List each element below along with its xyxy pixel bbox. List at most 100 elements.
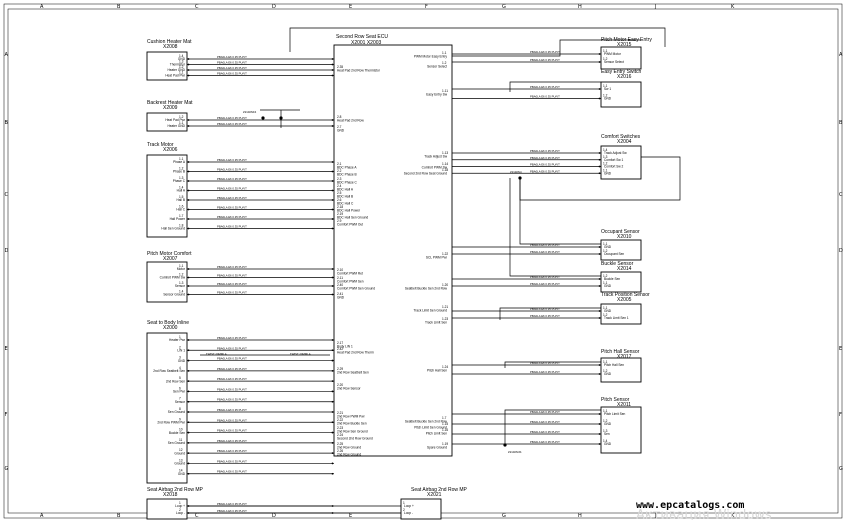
frame-row-label: A	[5, 52, 9, 58]
wire-code-label: PBA0LA E6 0.35 PU/VT	[217, 177, 247, 181]
component-pin-number: 1.2	[603, 94, 608, 98]
ecu-pin-number: 1.15	[442, 422, 448, 426]
ecu-pin-number: 2.19	[337, 212, 343, 216]
wire-code-label: PBA0LA E6 0.35 PU/VT	[530, 314, 560, 318]
ecu-pin-label: Track Adjust Sw	[424, 155, 447, 159]
ecu-pin-number: 1.23	[442, 317, 448, 321]
frame-col-label: K	[731, 4, 735, 10]
component-name: Easy Entry Switch	[601, 69, 642, 75]
wire-code-label: PBA0LA E6 0.35 PU/VT	[530, 440, 560, 444]
frame-row-label: D	[839, 248, 843, 254]
component-pin-label: Sensor Ground	[163, 293, 185, 297]
component-name: Buckle Sensor	[601, 261, 634, 267]
frame-row-label: F	[839, 412, 842, 418]
frame-col-label: G	[502, 4, 506, 10]
ecu-pin-label: Comfort PWM Out	[337, 223, 363, 227]
ecu-pin-label: Sensor Select	[427, 65, 447, 69]
component-pin-number: 1.4	[179, 290, 184, 294]
ecu-pin-number: 2.22	[337, 418, 343, 422]
component-pin-label: LIN 1	[177, 348, 185, 352]
frame-col-label: A	[40, 4, 44, 10]
component-pin-label: Sen	[604, 432, 610, 436]
component-pin-label: Buckle Sen	[169, 431, 185, 435]
wire-code-label: PBA0LA E6 0.35 PU/VT	[530, 95, 560, 99]
ecu-pin-number: 2.2	[337, 169, 342, 173]
component-id: X2004	[617, 139, 632, 145]
component-name: Pitch Hall Sensor	[601, 349, 640, 355]
ecu-pin-number: 1.11	[442, 89, 448, 93]
frame-col-label: B	[117, 4, 121, 10]
frame-col-label: K	[731, 513, 735, 519]
component-pin-label: Phase C	[173, 179, 186, 183]
wire-code-label: PBA0LA E6 0.35 PU/VT	[217, 449, 247, 453]
ecu-pin-number: 2.20	[337, 383, 343, 387]
ecu-pin-label: Pitch Limit Sen Ground	[414, 426, 447, 430]
twist-label-1: TWIST 20MMLA	[206, 352, 227, 356]
ecu-pin-label: Second 2nd Row Ground	[337, 437, 373, 441]
component-pin-number: 4	[179, 366, 181, 370]
ecu-pin-number: 2.1	[337, 162, 342, 166]
component-pin-label: GND	[604, 245, 612, 249]
ecu-pin-number: 2.10	[337, 268, 343, 272]
ecu-pin-label: Heat Pad 2nd Row	[337, 119, 364, 123]
component-pin-number: 14	[179, 469, 183, 473]
component-pin-label: Pitch Hall Sen	[604, 363, 624, 367]
wire-code-label: PBA0LA E6 0.35 PU/VT	[217, 274, 247, 278]
component-pin-label: GND	[604, 97, 612, 101]
ecu-pin-label: BDC Hall C	[337, 202, 354, 206]
component-pin-label: PWM Motor	[604, 52, 622, 56]
wire-code-label: PBA0LA E6 0.35 PU/VT	[217, 408, 247, 412]
component-pin-label: Motor	[177, 267, 186, 271]
component-pin-label: GND	[604, 372, 612, 376]
component-name: Track Position Sensor	[601, 292, 650, 298]
component-pin-number: 1.1	[603, 281, 608, 285]
component-pin-label: Heater GND	[167, 68, 185, 72]
component-pin-number: 1.1	[603, 360, 608, 364]
ecu-pin-number: 2.3	[337, 177, 342, 181]
component-name: Cushion Heater Mat	[147, 39, 192, 45]
component-pin-number: 1.4	[603, 148, 608, 152]
component-pin-number: 5	[179, 376, 181, 380]
component-pin-label: Track Limit Sen 1	[604, 316, 629, 320]
component-id: X2011	[617, 402, 631, 408]
component-pin-label: Heater Pwr	[169, 338, 186, 342]
wire-code-label: PBA0LA E6 0.35 PU/VT	[217, 367, 247, 371]
component-id: X2006	[163, 147, 178, 153]
wire-code-label: PBA0LA E6 0.35 PU/VT	[217, 291, 247, 295]
component-pin-label: Pitch Limit Sen	[604, 412, 625, 416]
component-pin-number: 1.2	[603, 162, 608, 166]
ecu-pin-number: 1.2	[442, 61, 447, 65]
component-name: Seat to Body Inline	[147, 320, 189, 326]
wire-code-label: PBA0LA E6 0.35 PU/VT	[217, 225, 247, 229]
wire-code-label: PBA0LA E6 0.35 PU/VT	[217, 429, 247, 433]
wire-code-label: PBA0LA E6 0.35 PU/VT	[530, 85, 560, 89]
ecu-pin-number: 2.24	[337, 433, 343, 437]
wire-code-label: PBA0LA E6 0.35 PU/VT	[217, 509, 247, 513]
ecu-pin-label: Heat Pad 2nd Row Therm	[337, 351, 374, 355]
component-pin-label: Sen Ground	[168, 410, 185, 414]
ecu-pin-number: 2.21	[337, 411, 343, 415]
ecu-pin-label: Comfort PWM Ret	[337, 272, 363, 276]
ecu-pin-label: Seatbelt Buckle Sen 2nd Row	[405, 420, 448, 424]
component-name: Pitch Motor Comfort	[147, 251, 192, 257]
wire-code-label: PBA0LA E6 0.35 PU/VT	[217, 387, 247, 391]
ecu-pin-label: Pitch Limit Sen	[426, 432, 447, 436]
ecu-pin-label: Comfort PWM Sen Ground	[337, 287, 375, 291]
ecu-pin-label: Spare Ground	[427, 446, 447, 450]
component-pin-label: Loop +	[404, 504, 414, 508]
component-pin-number: 1.3	[179, 176, 184, 180]
component-pin-label: Comfort Sw 2	[604, 165, 624, 169]
component-pin-number: 1.2	[179, 167, 184, 171]
component-pin-label: Comfort PWM Sw	[160, 276, 186, 280]
splice-pitch-label: Z2140N4S	[508, 450, 522, 454]
component-pin-number: 1.4	[603, 439, 608, 443]
component-pin-label: Buckle Sen	[604, 277, 620, 281]
component-pin-number: 1.3	[603, 429, 608, 433]
component-pin-label: Heater GND	[167, 124, 185, 128]
ecu-pin-number: 2.4	[337, 184, 342, 188]
component-pin-number: 10	[179, 428, 183, 432]
